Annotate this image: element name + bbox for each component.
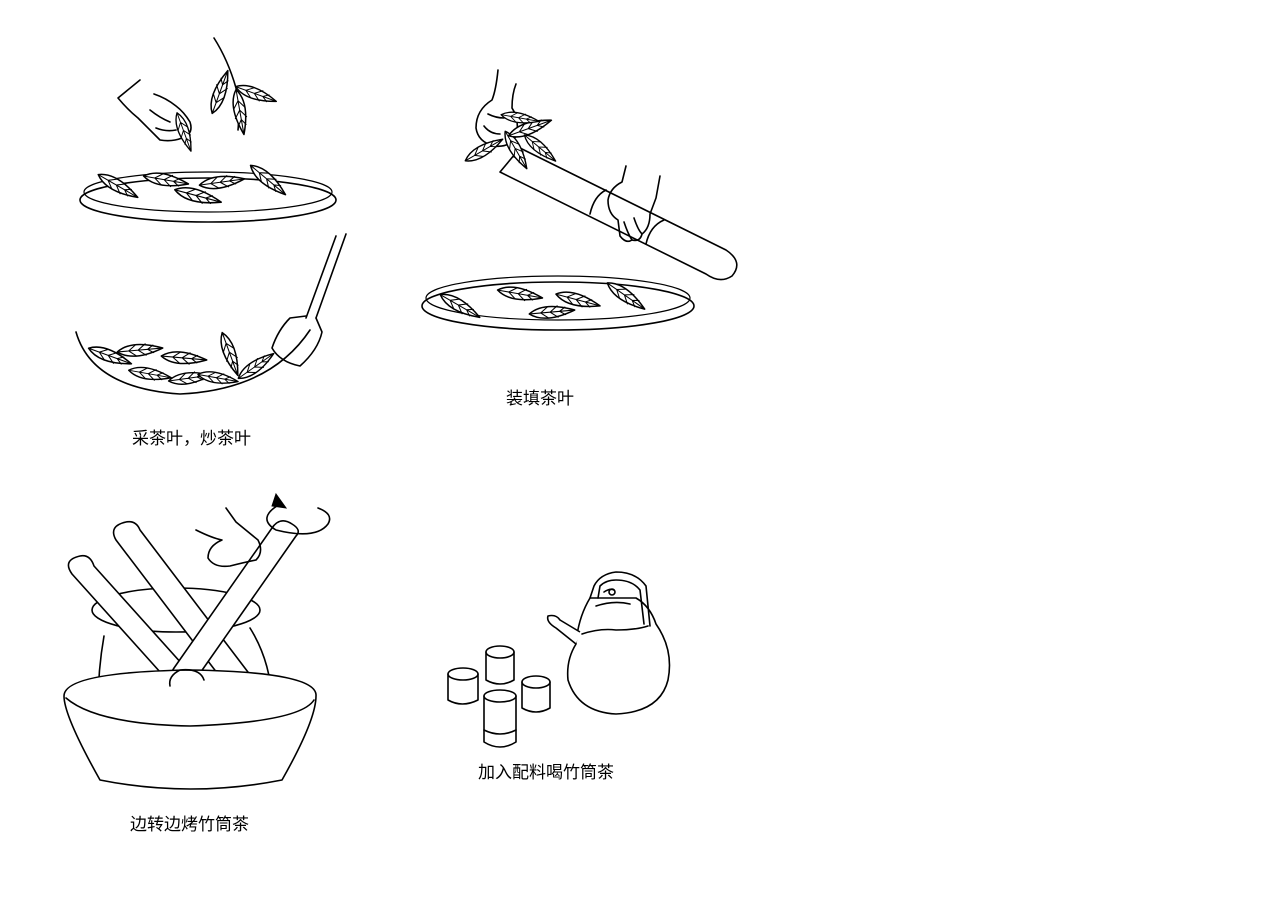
caption-roast-tubes: 边转边烤竹筒茶 — [130, 815, 249, 835]
caption-serve-tea: 加入配料喝竹筒茶 — [478, 763, 614, 783]
fill-leaves-illustration — [421, 69, 738, 331]
caption-pick-and-fry: 采茶叶，炒茶叶 — [132, 429, 251, 449]
caption-fill-leaves: 装填茶叶 — [506, 389, 574, 409]
serve-tea-illustration — [447, 571, 671, 748]
roast-tubes-illustration — [63, 492, 331, 790]
pick-and-fry-illustration — [75, 37, 347, 395]
